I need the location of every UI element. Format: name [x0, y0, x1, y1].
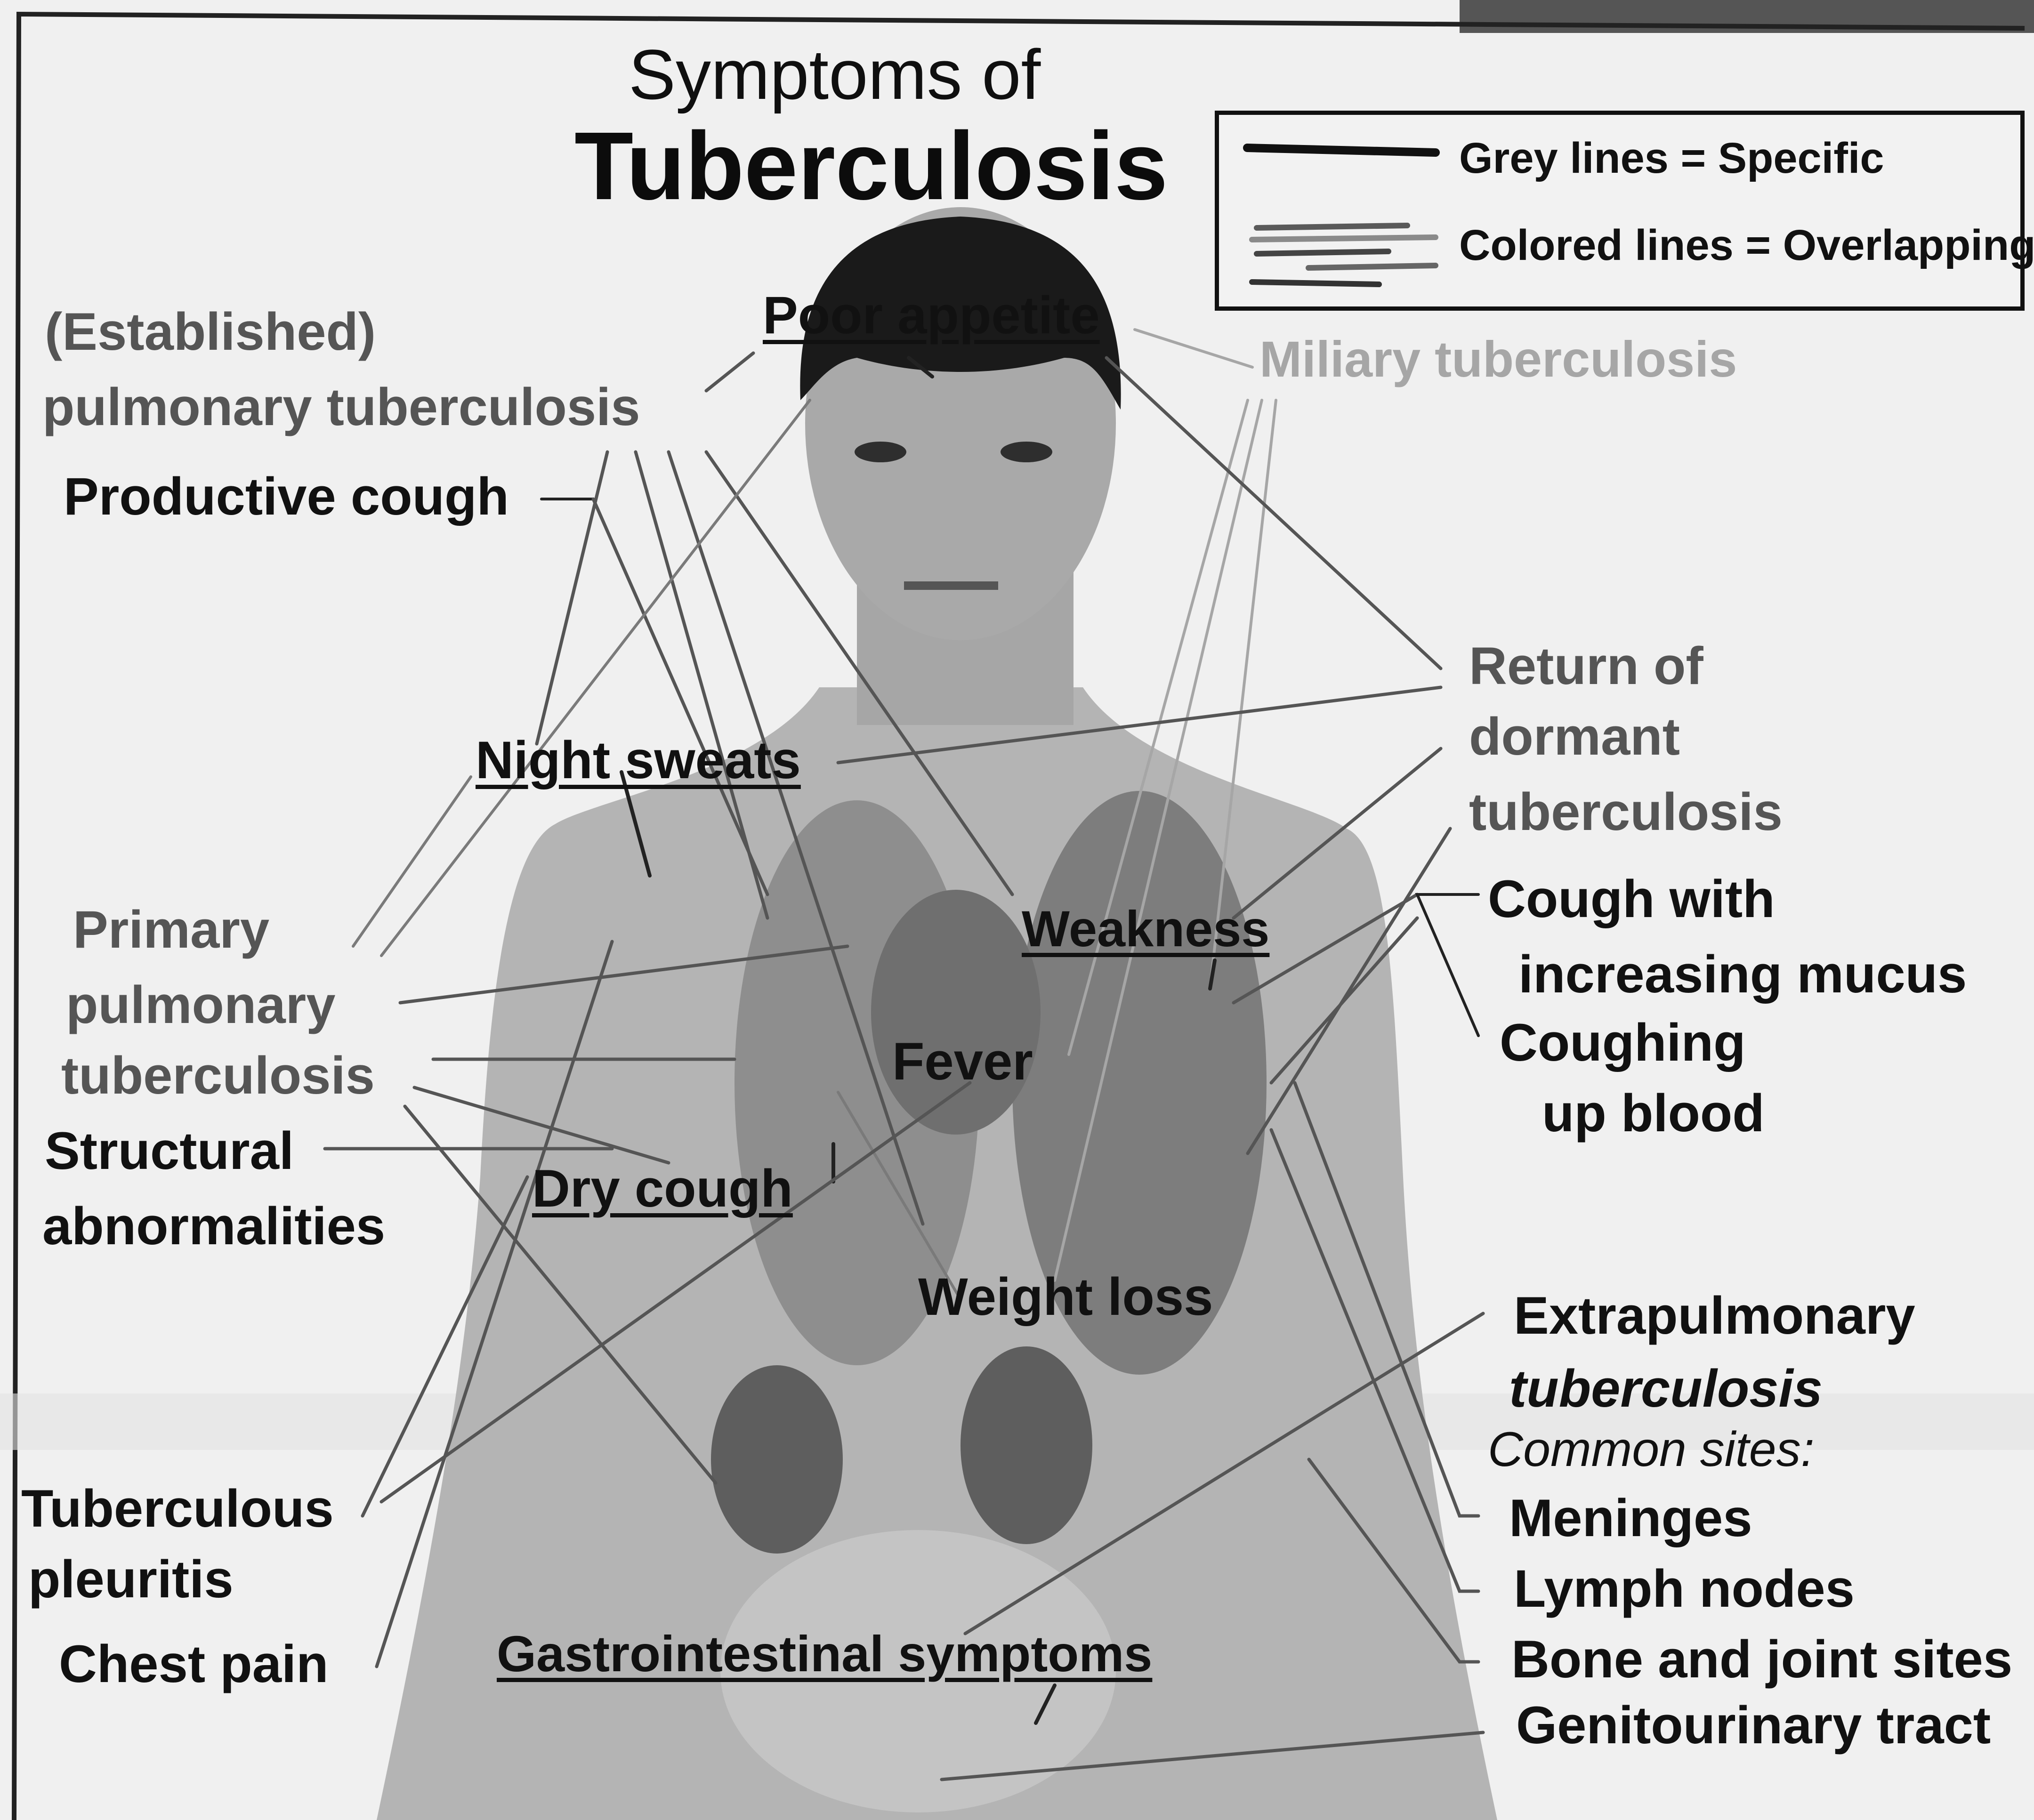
- label-productive-cough: Productive cough: [64, 466, 509, 527]
- title-line-1: Symptoms of: [629, 34, 1041, 115]
- label-genitourinary-tract: Genitourinary tract: [1516, 1695, 1991, 1756]
- label-cough-mucus-1: Cough with: [1488, 869, 1775, 929]
- label-extrapulmonary-2: tuberculosis: [1509, 1358, 1823, 1419]
- left-kidney: [960, 1346, 1092, 1544]
- left-eye: [855, 442, 906, 462]
- label-primary-2: pulmonary: [66, 974, 336, 1035]
- label-night-sweats: Night sweats: [476, 730, 801, 790]
- legend-swatches: [1238, 120, 1464, 308]
- right-eye: [1001, 442, 1052, 462]
- title-line-2: Tuberculosis: [574, 111, 1168, 222]
- label-return-2: dormant: [1469, 706, 1680, 767]
- label-coughing-blood-1: Coughing: [1500, 1012, 1745, 1073]
- label-fever: Fever: [892, 1031, 1033, 1092]
- label-established-1: (Established): [45, 301, 376, 362]
- legend-overlapping-swatch: [1252, 225, 1436, 284]
- label-meninges: Meninges: [1509, 1488, 1752, 1548]
- label-cough-mucus-2: increasing mucus: [1518, 944, 1967, 1005]
- legend-overlapping-text: Colored lines = Overlapping: [1459, 221, 2034, 270]
- label-miliary-tuberculosis: Miliary tuberculosis: [1259, 330, 1737, 388]
- label-structural-2: abnormalities: [42, 1196, 385, 1256]
- label-pleuritis-2: pleuritis: [28, 1549, 234, 1610]
- label-chest-pain: Chest pain: [59, 1634, 329, 1694]
- label-dry-cough: Dry cough: [532, 1158, 793, 1219]
- mouth: [904, 581, 998, 590]
- label-extrapulmonary-1: Extrapulmonary: [1514, 1285, 1915, 1346]
- label-return-3: tuberculosis: [1469, 781, 1783, 842]
- legend-specific-text: Grey lines = Specific: [1459, 134, 1884, 183]
- label-established-2: pulmonary tuberculosis: [42, 377, 640, 437]
- label-bone-joint-sites: Bone and joint sites: [1511, 1629, 2012, 1690]
- label-lymph-nodes: Lymph nodes: [1514, 1558, 1855, 1619]
- label-structural-1: Structural: [45, 1120, 294, 1181]
- legend-specific-swatch: [1247, 148, 1436, 153]
- label-poor-appetite: Poor appetite: [763, 285, 1100, 346]
- label-primary-3: tuberculosis: [61, 1045, 375, 1106]
- label-coughing-blood-2: up blood: [1542, 1083, 1765, 1144]
- label-primary-1: Primary: [73, 899, 269, 960]
- label-weight-loss: Weight loss: [918, 1266, 1213, 1327]
- label-gastrointestinal-symptoms: Gastrointestinal symptoms: [497, 1624, 1152, 1683]
- legend: Grey lines = Specific Colored lines = Ov…: [1215, 111, 2025, 311]
- right-kidney: [711, 1365, 843, 1554]
- label-weakness: Weakness: [1022, 899, 1269, 958]
- label-pleuritis-1: Tuberculous: [21, 1478, 334, 1539]
- label-common-sites: Common sites:: [1488, 1422, 1815, 1478]
- heart: [871, 890, 1041, 1135]
- label-return-1: Return of: [1469, 636, 1703, 696]
